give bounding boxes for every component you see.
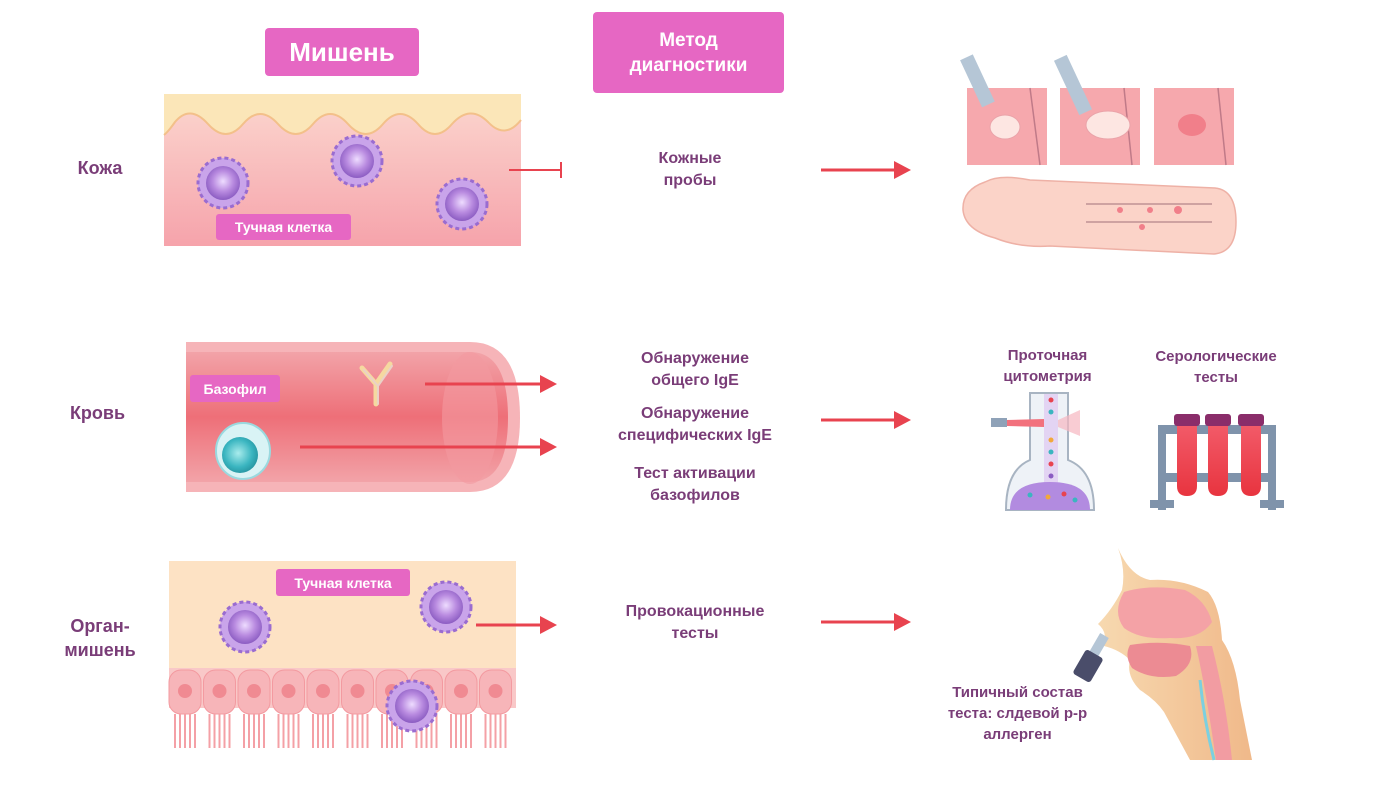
note-line3: аллерген: [983, 726, 1052, 743]
caption-provocation-note: Типичный состав теста: слдевой р-р аллер…: [925, 682, 1110, 745]
method-total-ige: Обнаружение общего IgE: [600, 348, 790, 392]
method-provocation-line2: тесты: [671, 625, 719, 642]
method-specific-ige-line1: Обнаружение: [641, 405, 749, 422]
caption-flow-line1: Проточная: [1007, 347, 1088, 364]
skin-prick-panels: [960, 54, 1234, 166]
caption-serology-line1: Серологические: [1155, 348, 1277, 365]
antibody-icon: [359, 361, 393, 407]
row-label-organ: Орган- мишень: [50, 614, 150, 662]
mast-cell-skin-3: [435, 177, 489, 231]
epithelial-nucleus: [212, 684, 227, 698]
caption-flow-cytometry: Проточная цитометрия: [980, 345, 1115, 387]
header-method: Метод диагностики: [593, 12, 784, 93]
basophil-cell: [215, 422, 271, 480]
method-skin-line2: пробы: [663, 172, 717, 189]
serology-tubes-illustration: [1150, 414, 1284, 510]
caption-flow-line2: цитометрия: [1003, 368, 1092, 385]
method-provocation: Провокационные тесты: [600, 601, 790, 645]
mast-cell-tag-skin: Тучная клетка: [216, 214, 351, 240]
row-label-skin: Кожа: [77, 158, 123, 178]
method-total-ige-line2: общего IgE: [651, 372, 739, 389]
note-line2: теста: слдевой р-р: [947, 705, 1088, 722]
mast-cell-skin-2: [330, 134, 384, 188]
arrow-organ-1: [476, 616, 557, 634]
basophil-tag: Базофил: [190, 375, 280, 402]
method-specific-ige-line2: специфических IgE: [618, 427, 772, 444]
flow-cytometer-illustration: [991, 392, 1096, 511]
method-bat-line2: базофилов: [650, 487, 740, 504]
method-basophil-activation: Тест активации базофилов: [600, 463, 790, 507]
epithelial-nucleus: [281, 684, 296, 698]
nasal-anatomy-illustration: [1073, 548, 1252, 761]
epithelial-nucleus: [488, 684, 503, 698]
epithelial-nucleus: [350, 684, 365, 698]
arrow-blood-3: [821, 411, 911, 429]
method-skin-line1: Кожные: [658, 150, 722, 167]
arrow-blood-2: [300, 438, 557, 456]
mast-cell-organ-2: [419, 580, 473, 634]
method-skin-tests: Кожные пробы: [620, 148, 760, 192]
epithelial-nucleus: [178, 684, 192, 698]
method-provocation-line1: Провокационные: [625, 603, 765, 620]
note-line1: Типичный состав: [952, 684, 1083, 701]
header-target: Мишень: [265, 28, 419, 76]
skin-connector: [509, 162, 562, 178]
arrow-organ-2: [821, 613, 911, 631]
caption-serology-line2: тесты: [1194, 369, 1238, 386]
mast-cell-tag-organ: Тучная клетка: [276, 569, 410, 596]
epithelial-nucleus: [316, 684, 330, 698]
method-specific-ige: Обнаружение специфических IgE: [590, 403, 800, 447]
method-bat-line1: Тест активации: [634, 465, 756, 482]
epithelial-nucleus: [454, 684, 468, 698]
row-label-organ-line2: мишень: [64, 640, 136, 660]
forearm-illustration: [962, 176, 1237, 255]
header-method-line1: Метод: [659, 29, 718, 51]
arrow-skin: [821, 161, 911, 179]
mast-cell-organ-3: [385, 679, 439, 733]
arrow-blood-1: [425, 375, 557, 393]
row-label-organ-line1: Орган-: [70, 616, 130, 636]
row-label-blood: Кровь: [69, 403, 126, 423]
epithelial-nucleus: [247, 684, 261, 698]
header-method-line2: диагностики: [629, 54, 748, 76]
caption-serology: Серологические тесты: [1130, 346, 1302, 388]
mast-cell-skin-1: [196, 156, 250, 210]
mast-cell-organ-1: [218, 600, 272, 654]
method-total-ige-line1: Обнаружение: [641, 350, 749, 367]
